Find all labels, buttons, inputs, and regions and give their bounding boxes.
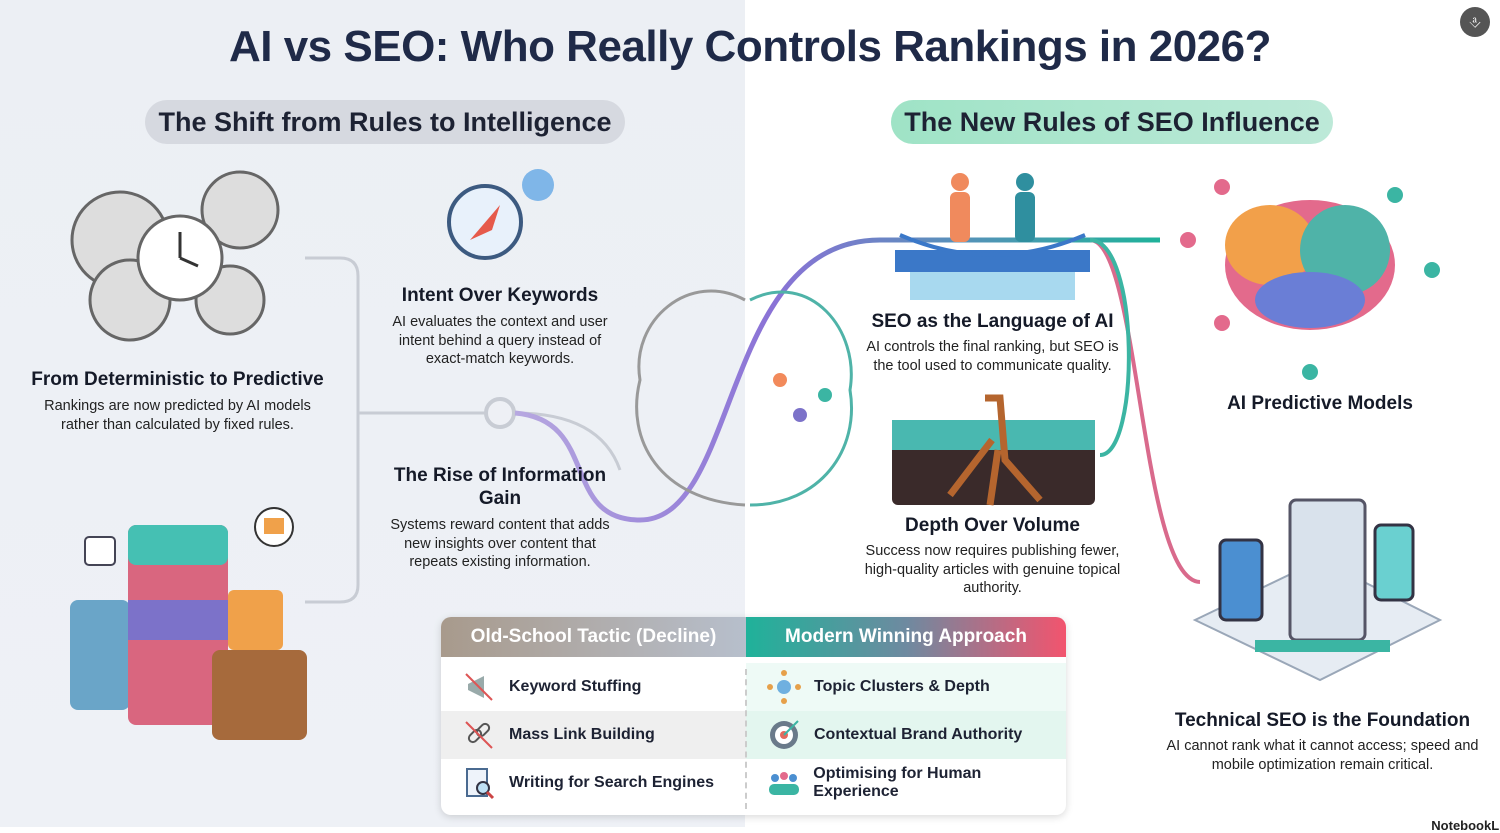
page-title: AI vs SEO: Who Really Controls Rankings … — [228, 22, 1272, 71]
depth-card: Depth Over Volume Success now requires p… — [855, 514, 1130, 598]
people-group-icon — [766, 765, 801, 801]
technical-seo-card: Technical SEO is the Foundation AI canno… — [1165, 709, 1480, 774]
information-gain-card: The Rise of Information Gain Systems rew… — [385, 464, 615, 572]
intent-text: AI evaluates the context and user intent… — [392, 314, 608, 367]
old-tactic: Mass Link Building — [509, 726, 655, 743]
modern-approach: Contextual Brand Authority — [814, 726, 1023, 743]
hub-circle-icon — [484, 397, 516, 429]
depth-heading: Depth Over Volume — [905, 515, 1080, 536]
ai-predictive-models-heading: AI Predictive Models — [1227, 393, 1413, 414]
old-tactic: Writing for Search Engines — [509, 774, 715, 791]
seo-language-text: AI controls the final ranking, but SEO i… — [866, 339, 1119, 374]
table-row: Writing for Search Engines Optimising fo… — [441, 759, 1066, 807]
flow-line — [514, 237, 1160, 523]
technical-seo-text: AI cannot rank what it cannot access; sp… — [1166, 738, 1479, 773]
gears-clock-icon — [70, 170, 280, 342]
brain-network-icon — [635, 289, 853, 507]
target-icon — [766, 717, 802, 753]
table-row: Keyword Stuffing Topic Clusters & Depth — [441, 663, 1066, 711]
left-section-pill: The Shift from Rules to Intelligence — [145, 100, 625, 144]
deterministic-text: Rankings are now predicted by AI models … — [44, 398, 311, 433]
seo-language-heading: SEO as the Language of AI — [871, 311, 1114, 332]
deterministic-heading: From Deterministic to Predictive — [31, 369, 324, 390]
intent-heading: Intent Over Keywords — [401, 285, 599, 306]
modern-approach: Topic Clusters & Depth — [814, 678, 990, 695]
document-search-icon — [461, 765, 497, 801]
modern-approach-header: Modern Winning Approach — [746, 617, 1066, 657]
old-tactic-header: Old-School Tactic (Decline) — [441, 617, 746, 657]
intent-card: Intent Over Keywords AI evaluates the co… — [380, 284, 620, 369]
modern-approach: Optimising for Human Experience — [813, 765, 982, 800]
tree-roots-icon — [892, 394, 1095, 506]
crossed-chain-link-icon — [461, 717, 497, 753]
crossed-megaphone-icon — [461, 669, 497, 705]
translate-icon[interactable]: ⎀ — [1460, 7, 1490, 37]
bridge-people-icon — [895, 173, 1090, 300]
table-row: Mass Link Building Contextual Brand Auth… — [441, 711, 1066, 759]
technical-seo-heading: Technical SEO is the Foundation — [1174, 710, 1471, 731]
seo-language-card: SEO as the Language of AI AI controls th… — [855, 310, 1130, 375]
ai-brain-icon — [1180, 179, 1440, 380]
column-divider — [745, 669, 747, 809]
server-stack-icon — [70, 507, 307, 740]
watermark: NotebookLM — [1431, 818, 1500, 833]
network-hub-icon — [766, 669, 802, 705]
right-section-pill: The New Rules of SEO Influence — [891, 100, 1333, 144]
information-gain-text: Systems reward content that adds new ins… — [390, 517, 610, 570]
old-tactic: Keyword Stuffing — [509, 678, 642, 695]
deterministic-card: From Deterministic to Predictive Ranking… — [30, 368, 325, 434]
server-devices-icon — [1192, 498, 1443, 682]
comparison-table: Old-School Tactic (Decline) Modern Winni… — [441, 617, 1066, 815]
information-gain-heading: The Rise of Information Gain — [393, 465, 607, 509]
compass-icon — [447, 169, 554, 260]
depth-text: Success now requires publishing fewer, h… — [864, 543, 1121, 596]
